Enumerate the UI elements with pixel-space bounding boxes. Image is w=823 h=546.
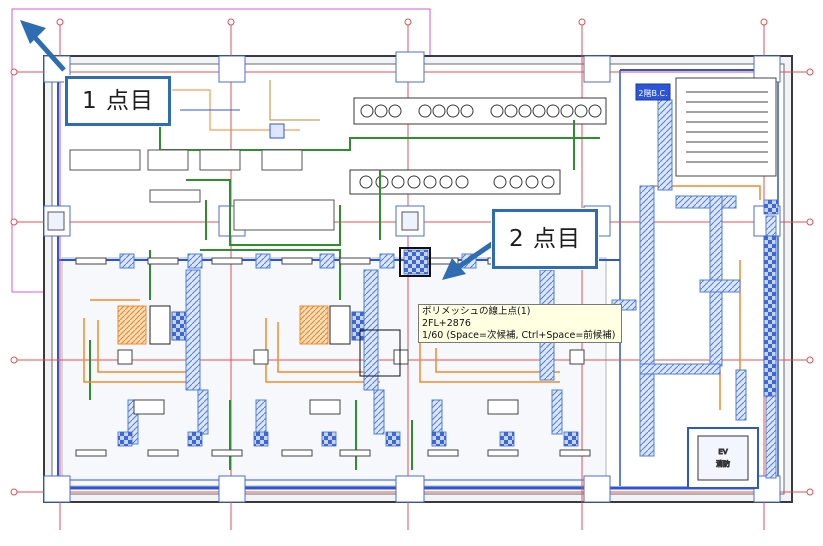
second-point-callout: 2 点目 xyxy=(492,209,598,269)
grid-bubbles xyxy=(10,18,814,496)
second-point-label: 2 点目 xyxy=(509,225,581,252)
room-label-top: 2階B.C. xyxy=(638,88,667,98)
elevator-box: EV 消防 xyxy=(687,427,759,489)
tooltip-snap-type: ポリメッシュの線上点(1) xyxy=(422,306,531,317)
snap-target xyxy=(359,247,431,377)
stair-room xyxy=(635,77,777,177)
tooltip-candidate-hint: 1/60 (Space=次候補, Ctrl+Space=前候補) xyxy=(422,330,616,341)
right-louver xyxy=(763,235,777,397)
room-label-text: 2階B.C. xyxy=(638,88,667,98)
upper-left-equipment xyxy=(69,80,335,231)
tooltip-elevation: 2FL+2876 xyxy=(422,318,471,329)
first-point-callout: 1 点目 xyxy=(65,76,171,126)
equipment-label-1: EV xyxy=(718,448,727,456)
structural-columns xyxy=(43,51,781,503)
diffusers xyxy=(117,199,779,447)
snap-tooltip: ポリメッシュの線上点(1) 2FL+2876 1/60 (Space=次候補, … xyxy=(418,304,622,343)
first-point-label: 1 点目 xyxy=(82,87,154,114)
equipment-row-top xyxy=(349,97,607,195)
equipment-label-2: 消防 xyxy=(716,459,730,468)
